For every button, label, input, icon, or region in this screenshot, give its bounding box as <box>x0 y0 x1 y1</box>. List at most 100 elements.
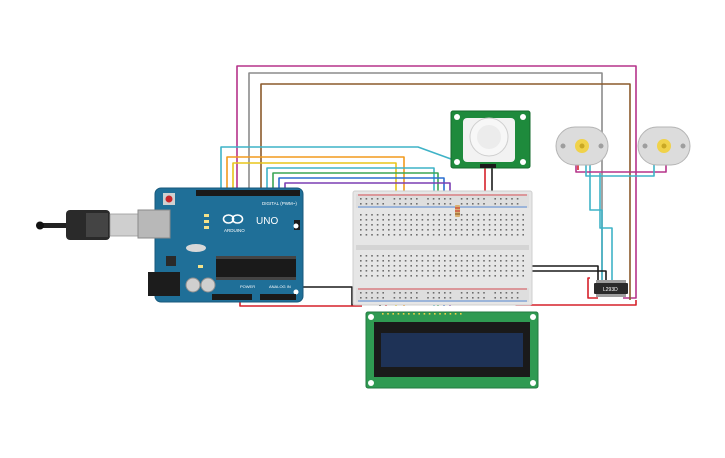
motor-driver-chip[interactable]: L293D <box>594 280 628 297</box>
analog-header[interactable] <box>260 294 296 300</box>
breadboard-hole <box>511 219 513 221</box>
breadboard-hole <box>360 229 362 231</box>
breadboard-hole <box>444 260 446 262</box>
breadboard-rail-hole <box>416 203 418 205</box>
driver-pins-bottom <box>596 294 626 297</box>
breadboard-hole <box>494 234 496 236</box>
breadboard-hole <box>444 219 446 221</box>
breadboard-rail-hole <box>494 198 496 200</box>
breadboard-holes <box>360 198 524 299</box>
power-header[interactable] <box>212 294 252 300</box>
breadboard-hole <box>432 219 435 221</box>
motor-1-screw-left <box>560 143 566 149</box>
lcd-pin <box>444 313 446 315</box>
breadboard-hole <box>494 265 496 267</box>
breadboard-hole <box>399 224 401 226</box>
breadboard-hole <box>421 260 424 262</box>
breadboard-hole <box>500 260 502 262</box>
breadboard-rail-hole <box>511 297 513 299</box>
breadboard-hole <box>460 229 463 231</box>
wire-magenta-motor-loop[interactable] <box>236 65 637 299</box>
breadboard-hole <box>472 270 474 272</box>
breadboard-hole <box>444 234 446 236</box>
breadboard-hole <box>438 260 440 262</box>
breadboard-hole <box>416 265 418 267</box>
breadboard-hole <box>522 229 524 231</box>
wire-cyan-pir[interactable] <box>220 146 463 192</box>
breadboard-hole <box>432 275 435 277</box>
breadboard-hole <box>427 234 429 236</box>
breadboard-rail-hole <box>466 297 468 299</box>
breadboard-hole <box>505 260 508 262</box>
breadboard-hole <box>438 224 440 226</box>
breadboard-rail-hole <box>472 203 474 205</box>
pir-sensor[interactable] <box>450 110 531 169</box>
breadboard-hole <box>382 275 384 277</box>
breadboard-hole <box>360 275 362 277</box>
capacitor-2 <box>200 277 216 293</box>
breadboard-rail-hole <box>404 292 407 294</box>
dc-motor-1[interactable] <box>555 126 609 166</box>
breadboard-rail-hole <box>460 297 463 299</box>
driver-pins-top <box>596 280 626 283</box>
lcd-pin <box>413 313 415 315</box>
smd-led-3 <box>204 226 209 229</box>
dc-motor-2[interactable] <box>637 126 691 166</box>
breadboard-hole <box>444 270 446 272</box>
breadboard-hole <box>393 229 396 231</box>
lcd-header-pins[interactable] <box>382 313 462 315</box>
breadboard-hole <box>516 275 519 277</box>
breadboard-hole <box>444 229 446 231</box>
wire-brown-motor-loop[interactable] <box>260 83 631 300</box>
breadboard-hole <box>472 260 474 262</box>
breadboard-hole <box>505 255 508 257</box>
motor-2-screw-left <box>642 143 648 149</box>
wire-cyan-motor-lead[interactable] <box>585 164 655 177</box>
breadboard-hole <box>416 229 418 231</box>
breadboard-hole <box>438 229 440 231</box>
breadboard-hole <box>376 275 379 277</box>
breadboard-hole <box>488 265 491 267</box>
breadboard-rail-hole <box>466 292 468 294</box>
breadboard-rail-hole <box>427 297 429 299</box>
breadboard-hole <box>500 224 502 226</box>
breadboard-hole <box>460 260 463 262</box>
wire-cyan-motor2[interactable] <box>599 173 613 288</box>
wire-black-gnd[interactable] <box>296 286 353 306</box>
breadboard-hole <box>466 265 468 267</box>
breadboard-hole <box>421 275 424 277</box>
reset-button-cap[interactable] <box>165 195 173 203</box>
wire-red-driver-loop[interactable] <box>587 277 598 299</box>
lcd-16x2[interactable] <box>365 311 539 389</box>
breadboard-hole <box>404 224 407 226</box>
wire-gray-motor-loop[interactable] <box>248 72 603 285</box>
breadboard-hole <box>427 270 429 272</box>
breadboard-hole <box>460 224 463 226</box>
digital-header[interactable] <box>196 190 300 196</box>
breadboard-hole <box>511 214 513 216</box>
breadboard-hole <box>460 219 463 221</box>
lcd-pin <box>449 313 452 315</box>
breadboard-rail-hole <box>449 297 452 299</box>
breadboard-hole <box>376 260 379 262</box>
lcd-mount-hole-4 <box>530 380 536 386</box>
breadboard-hole <box>466 234 468 236</box>
wire-magenta-motor-lead[interactable] <box>575 162 667 173</box>
breadboard-hole <box>455 219 457 221</box>
lcd-pin <box>408 313 410 315</box>
breadboard-hole <box>500 214 502 216</box>
lcd-pin <box>423 313 426 315</box>
breadboard-rail-hole <box>360 297 362 299</box>
breadboard-hole <box>360 214 362 216</box>
breadboard-rail-hole <box>427 292 429 294</box>
breadboard-hole <box>421 265 424 267</box>
wire-cyan-driver[interactable] <box>589 162 603 285</box>
breadboard-hole <box>516 255 519 257</box>
breadboard-rail-hole <box>500 292 502 294</box>
arduino-uno[interactable]: DIGITAL (PWM~) ARDUINO UNO POWER ANALOG … <box>137 187 304 303</box>
breadboard-hole <box>516 260 519 262</box>
lcd-pin <box>454 313 457 315</box>
breadboard-rail-hole <box>516 198 519 200</box>
breadboard[interactable] <box>352 190 533 306</box>
